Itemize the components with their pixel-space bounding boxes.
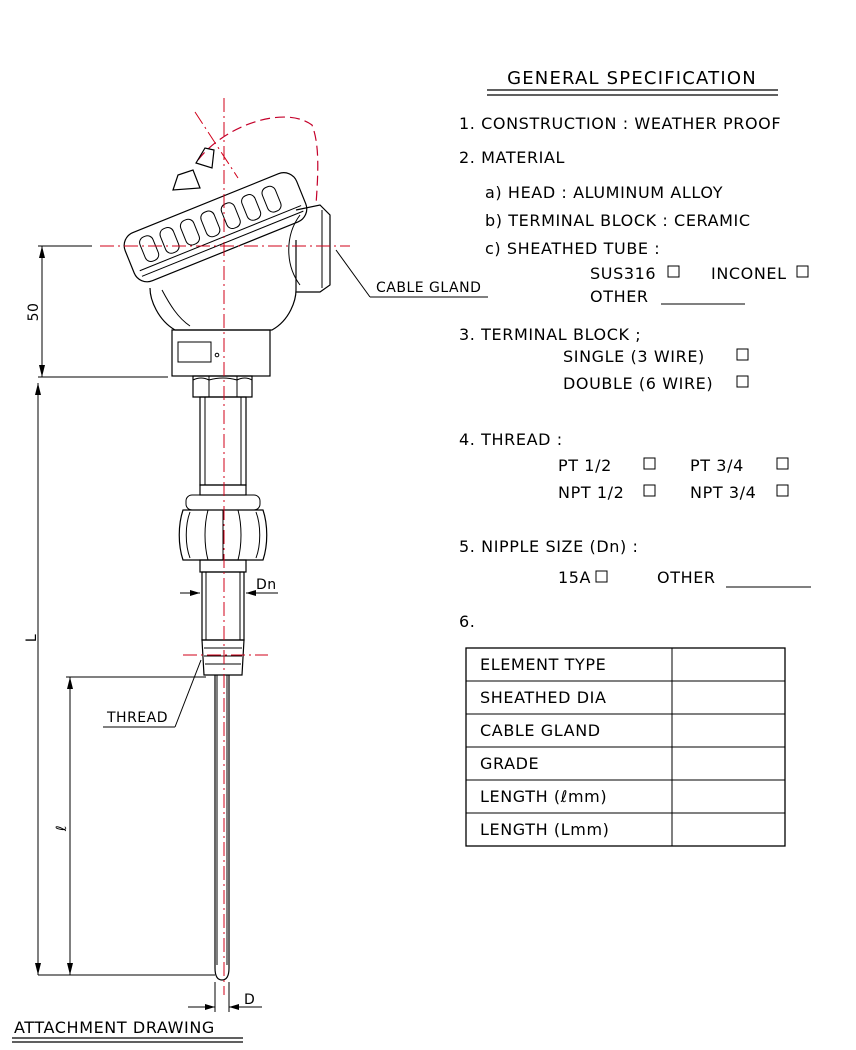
- sheath-tube: [214, 675, 230, 981]
- dim-Dn-label: Dn: [256, 577, 277, 593]
- option-double-checkbox[interactable]: [736, 375, 749, 388]
- cable-gland-housing: [295, 204, 331, 293]
- thread-label: THREAD: [106, 710, 168, 726]
- option-pt34-checkbox[interactable]: [776, 457, 789, 470]
- option-inconel-label: INCONEL: [711, 264, 787, 283]
- table-row-label: GRADE: [480, 754, 539, 773]
- table-row-label: LENGTH (Lmm): [480, 820, 609, 839]
- option-nipple-other-label: OTHER: [657, 568, 716, 587]
- option-15a-label: 15A: [558, 568, 591, 587]
- table-row-label: LENGTH (ℓmm): [480, 787, 607, 806]
- spec-construction: 1. CONSTRUCTION : WEATHER PROOF: [459, 114, 781, 133]
- table-row-label: ELEMENT TYPE: [480, 655, 606, 674]
- option-single-label: SINGLE (3 WIRE): [563, 347, 705, 366]
- option-npt12-label: NPT 1/2: [558, 483, 624, 502]
- thermocouple-drawing: 50 L ℓ Dn D CABLE GLAND THREAD: [12, 98, 488, 1043]
- cable-gland-label: CABLE GLAND: [376, 280, 481, 296]
- head-lug-left: [172, 169, 201, 191]
- general-specification: GENERAL SPECIFICATION 1. CONSTRUCTION : …: [459, 68, 811, 847]
- option-npt12-checkbox[interactable]: [643, 484, 656, 497]
- center-line-lid: [194, 111, 239, 179]
- attachment-drawing-title: ATTACHMENT DRAWING: [14, 1018, 215, 1037]
- option-15a-checkbox[interactable]: [595, 570, 608, 583]
- thread-section: [201, 639, 245, 676]
- spec-item-6: 6.: [459, 612, 475, 631]
- dim-D-label: D: [244, 992, 255, 1008]
- spec-material-head: a) HEAD : ALUMINUM ALLOY: [485, 183, 723, 202]
- spec-material-sheath: c) SHEATHED TUBE :: [485, 239, 660, 258]
- head-neck: [171, 329, 271, 377]
- nipple-upper: [199, 396, 247, 486]
- option-pt34-label: PT 3/4: [690, 456, 744, 475]
- table-row-label: CABLE GLAND: [480, 721, 601, 740]
- neck-label-plate: [177, 341, 212, 363]
- spec-material-terminal: b) TERMINAL BLOCK : CERAMIC: [485, 211, 751, 230]
- option-pt12-label: PT 1/2: [558, 456, 612, 475]
- option-double-label: DOUBLE (6 WIRE): [563, 374, 713, 393]
- option-npt34-checkbox[interactable]: [776, 484, 789, 497]
- spec-table: ELEMENT TYPE SHEATHED DIA CABLE GLAND GR…: [465, 647, 786, 847]
- spec-thread: 4. THREAD :: [459, 430, 563, 449]
- head-body: [149, 240, 297, 331]
- head-body-contour: [161, 289, 191, 327]
- table-row-label: SHEATHED DIA: [480, 688, 607, 707]
- option-sus316-checkbox[interactable]: [667, 265, 680, 278]
- spec-material: 2. MATERIAL: [459, 148, 565, 167]
- dim-L-label: L: [24, 634, 40, 642]
- cable-arc: [197, 116, 319, 206]
- spec-terminal-block: 3. TERMINAL BLOCK ;: [459, 325, 641, 344]
- spec-title: GENERAL SPECIFICATION: [507, 68, 757, 89]
- nipple-lower: [201, 571, 245, 641]
- dim-l-label: ℓ: [54, 825, 70, 832]
- union-coupling: [178, 509, 268, 561]
- option-inconel-checkbox[interactable]: [796, 265, 809, 278]
- option-pt12-checkbox[interactable]: [643, 457, 656, 470]
- option-sus316-label: SUS316: [590, 264, 656, 283]
- option-npt34-label: NPT 3/4: [690, 483, 756, 502]
- option-other-label: OTHER: [590, 287, 649, 306]
- option-single-checkbox[interactable]: [736, 348, 749, 361]
- spec-nipple-size: 5. NIPPLE SIZE (Dn) :: [459, 537, 639, 556]
- head-screw: [195, 147, 215, 169]
- head-lid: [123, 172, 308, 283]
- dim-50-label: 50: [26, 303, 42, 322]
